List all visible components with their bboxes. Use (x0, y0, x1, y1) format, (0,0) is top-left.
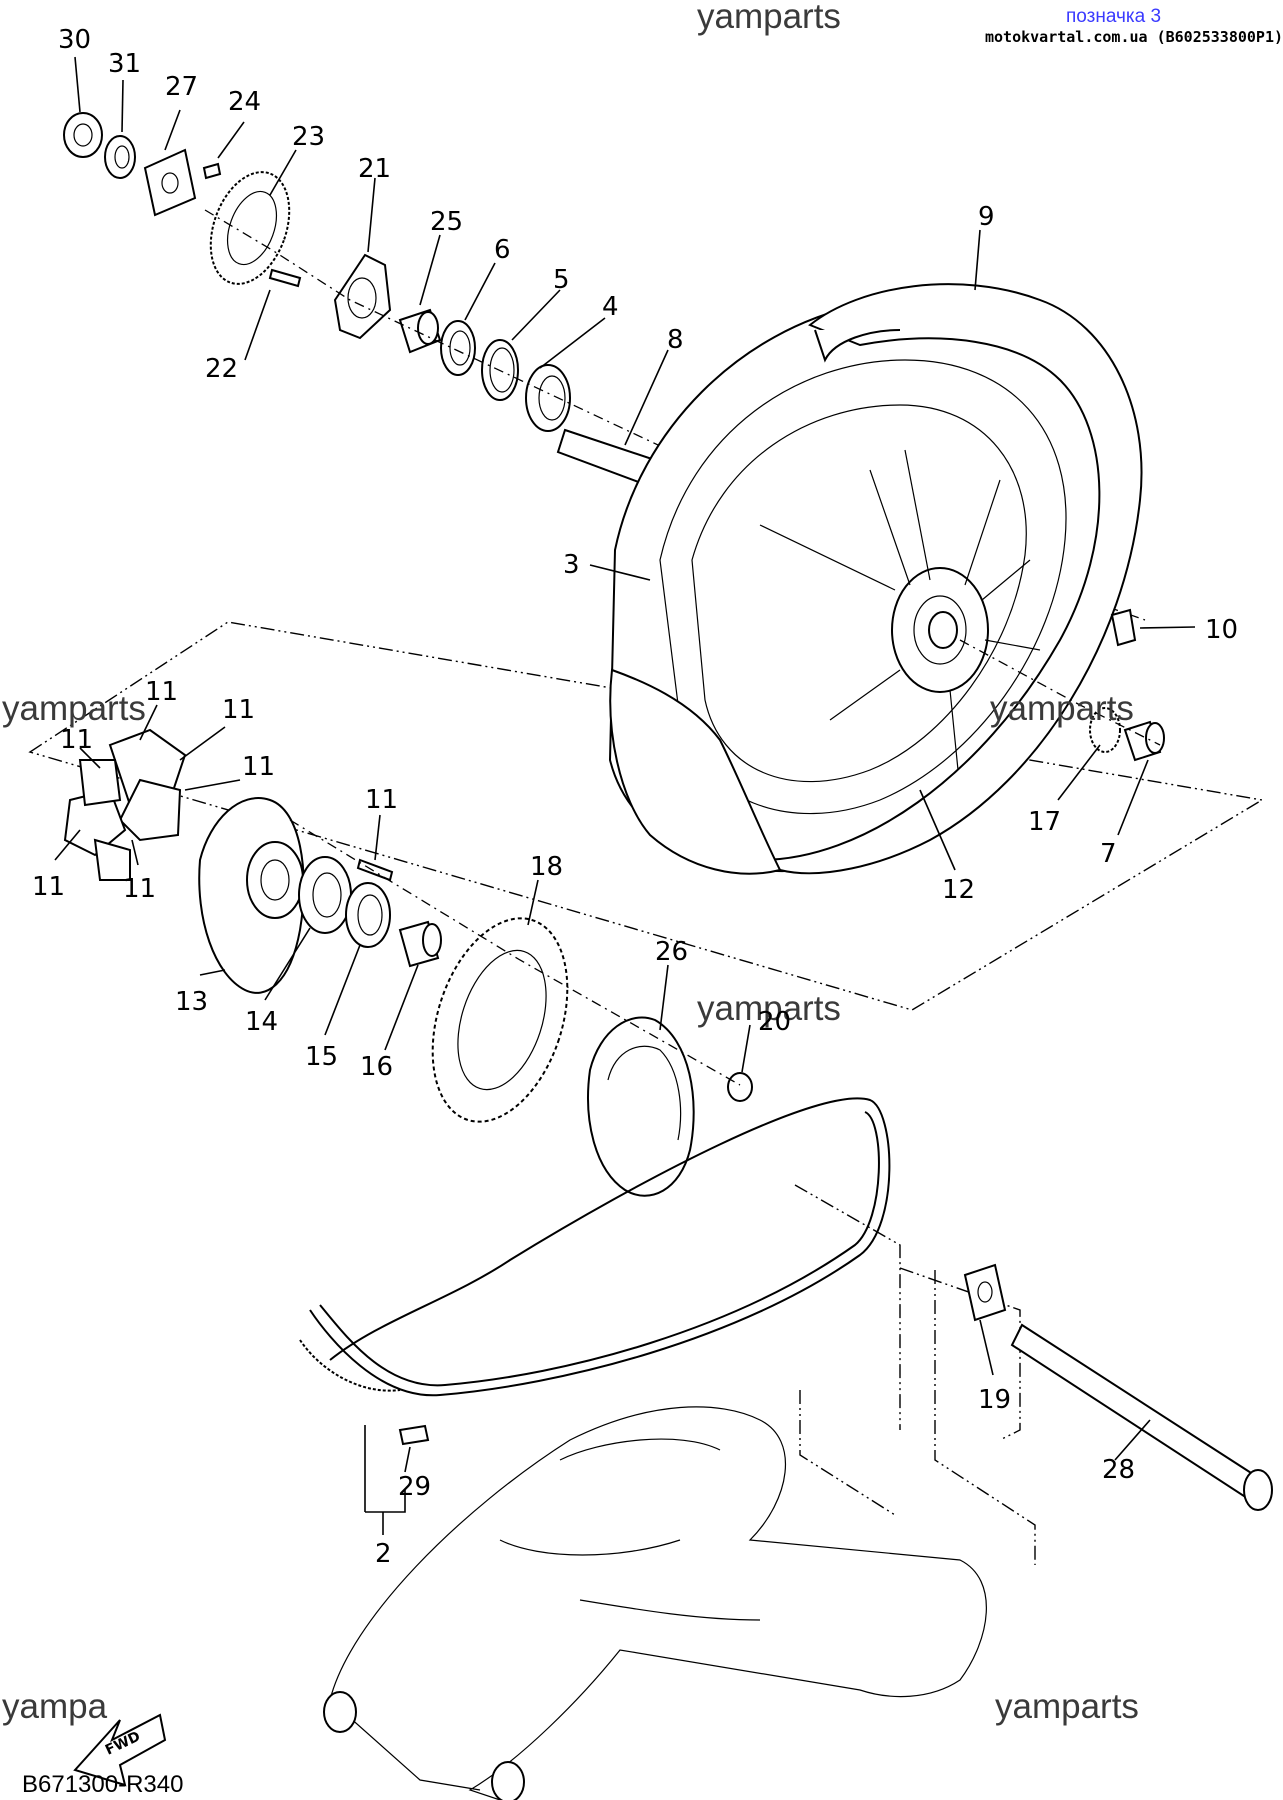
axle-frame-2 (934, 1270, 1036, 1565)
fwd-arrow-icon: FWD (73, 1713, 167, 1787)
dampers-11 (63, 728, 187, 881)
watermark: yamparts (2, 689, 146, 728)
callout-number: 2 (375, 1539, 392, 1569)
callout-number: 31 (108, 49, 141, 79)
hub-assembly-frame (28, 621, 1264, 1011)
callout-number: 16 (360, 1052, 393, 1082)
callout-number: 6 (494, 235, 511, 265)
drive-chain-1 (299, 1097, 891, 1397)
callout-number: 12 (942, 875, 975, 905)
bolt-24 (202, 162, 222, 180)
callout-number: 22 (205, 354, 238, 384)
callout-number: 19 (978, 1385, 1011, 1415)
callout-number: 18 (530, 852, 563, 882)
callout-number: 4 (602, 292, 619, 322)
callout-number: 11 (365, 785, 398, 815)
callout-number: 13 (175, 987, 208, 1017)
tag-label[interactable]: позначка 3 (1066, 6, 1161, 27)
washer-31 (104, 135, 136, 179)
bolt-22 (268, 268, 302, 288)
plate-28 (963, 1263, 1007, 1322)
bearing-7 (1089, 707, 1121, 753)
callout-number: 8 (667, 325, 684, 355)
watermark: yamparts (995, 1687, 1139, 1726)
callout-number: 23 (292, 122, 325, 152)
axis-line-mid (959, 639, 1161, 746)
callout-number: 5 (553, 265, 570, 295)
bearing-4 (525, 364, 571, 432)
callout-number: 26 (655, 937, 688, 967)
bolt-18 (356, 858, 394, 882)
tire-9 (609, 283, 1143, 875)
nut-19 (727, 1072, 753, 1102)
swingarm (323, 1406, 987, 1800)
callout-number: 11 (32, 872, 65, 902)
callout-numbers: 30 31 27 24 23 21 25 6 5 4 8 9 22 3 10 1… (32, 25, 1238, 1569)
collar-25 (398, 308, 442, 354)
master-link-2 (398, 1424, 430, 1446)
valve-10 (1110, 608, 1137, 647)
watermark: yamparts (697, 989, 841, 1028)
callout-number: 28 (1102, 1455, 1135, 1485)
watermark: yamparts (990, 689, 1134, 728)
callout-number: 15 (305, 1042, 338, 1072)
axle-29 (1010, 1323, 1273, 1511)
watermark-top: yamparts (697, 0, 841, 36)
callout-number: 25 (430, 207, 463, 237)
nut-30 (63, 112, 103, 158)
seal-16 (345, 882, 391, 948)
callout-number: 24 (228, 87, 261, 117)
sprocket-holder-23 (209, 171, 291, 285)
callout-number: 11 (145, 677, 178, 707)
shop-label: motokvartal.com.ua (B602533800P1) (985, 28, 1283, 46)
callout-number: 29 (398, 1472, 431, 1502)
chain-frame (794, 1184, 901, 1430)
collar-26 (398, 920, 442, 968)
seal-6 (440, 320, 476, 376)
clutch-hub-14 (198, 797, 305, 994)
bearing-15 (298, 856, 352, 934)
callout-number: 17 (1028, 807, 1061, 837)
chain-frame-2 (799, 1390, 896, 1516)
callout-number: 27 (165, 72, 198, 102)
callout-number: 11 (60, 725, 93, 755)
callout-number: 3 (563, 550, 580, 580)
axis-line-hub (289, 819, 741, 1086)
callout-number: 21 (358, 154, 391, 184)
axle-frame (899, 1267, 1021, 1441)
callout-number: 20 (758, 1007, 791, 1037)
callout-number: 11 (242, 752, 275, 782)
callout-number: 11 (222, 695, 255, 725)
cover-20 (587, 1016, 695, 1197)
plate-27 (143, 148, 197, 217)
watermark: yampa (2, 1687, 108, 1726)
sprocket-17 (431, 917, 569, 1123)
collar-12 (1123, 720, 1165, 762)
callout-number: 11 (123, 874, 156, 904)
callout-number: 7 (1100, 839, 1117, 869)
leader-lines (54, 56, 1196, 1535)
callout-number: 10 (1205, 615, 1238, 645)
callout-number: 14 (245, 1007, 278, 1037)
callout-number: 30 (58, 25, 91, 55)
diagram-code: B671300-R340 (22, 1771, 183, 1798)
callout-number: 9 (978, 202, 995, 232)
hub-21 (333, 253, 392, 340)
